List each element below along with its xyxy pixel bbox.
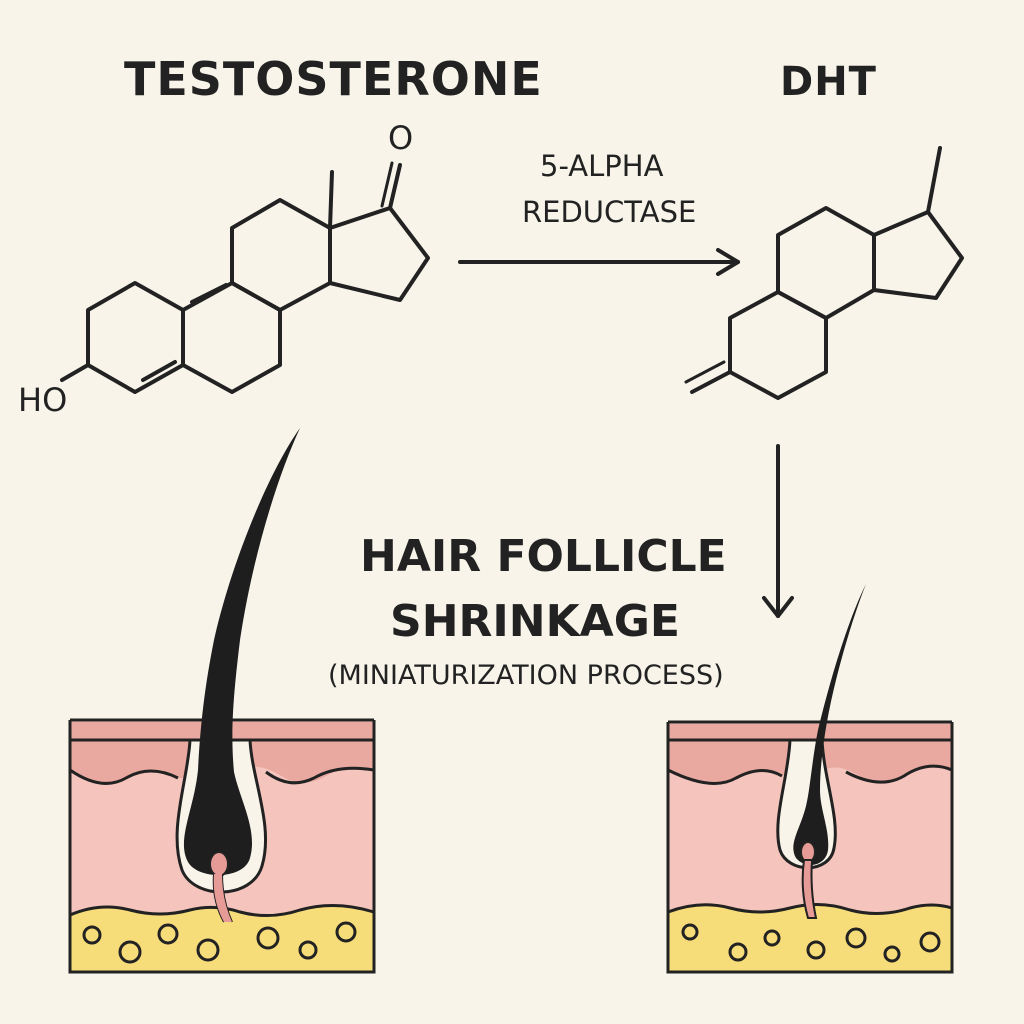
testosterone-methyl	[328, 170, 334, 230]
dermal-papilla-right	[800, 841, 818, 919]
fat-cells-right	[681, 923, 941, 963]
dht-title: DHT	[780, 59, 877, 105]
healthy-follicle-panel	[68, 428, 376, 974]
conversion-arrow	[458, 248, 740, 276]
hydroxyl-label: HO	[18, 381, 68, 419]
testosterone-title: TESTOSTERONE	[124, 52, 543, 106]
dht-ring-b	[776, 206, 876, 320]
enzyme-label-line1: 5-ALPHA	[540, 149, 664, 183]
dht-ring-c	[872, 210, 964, 300]
enzyme-label-line2: REDUCTASE	[522, 195, 697, 229]
testosterone-hydroxyl-bond	[60, 363, 90, 382]
fat-cells-left	[82, 921, 357, 964]
process-heading-line1: HAIR FOLLICLE	[360, 531, 727, 582]
dht-ring-a	[728, 290, 828, 400]
process-heading-line2: SHRINKAGE	[390, 596, 680, 647]
hair-shaft-thick	[183, 428, 300, 876]
dht-structure	[684, 146, 964, 400]
fat-layer-right	[666, 903, 954, 974]
hair-shaft-thin	[793, 584, 866, 865]
testosterone-structure	[60, 161, 430, 394]
testosterone-double-bond-b	[190, 283, 228, 304]
testosterone-ring-c	[230, 198, 332, 312]
dht-methyl	[926, 146, 942, 214]
miniaturized-follicle-panel	[666, 584, 954, 974]
process-subtitle: (MINIATURIZATION PROCESS)	[328, 660, 724, 691]
dermal-papilla-left	[209, 851, 233, 923]
testosterone-carbonyl-bond	[388, 163, 402, 210]
downward-arrow	[762, 444, 794, 618]
testosterone-double-bond-a	[141, 360, 177, 382]
dht-exo-double-bond	[690, 370, 732, 394]
testosterone-ring-d	[328, 206, 430, 302]
carbonyl-oxygen-label: O	[388, 119, 414, 157]
testosterone-ring-a	[86, 281, 185, 394]
